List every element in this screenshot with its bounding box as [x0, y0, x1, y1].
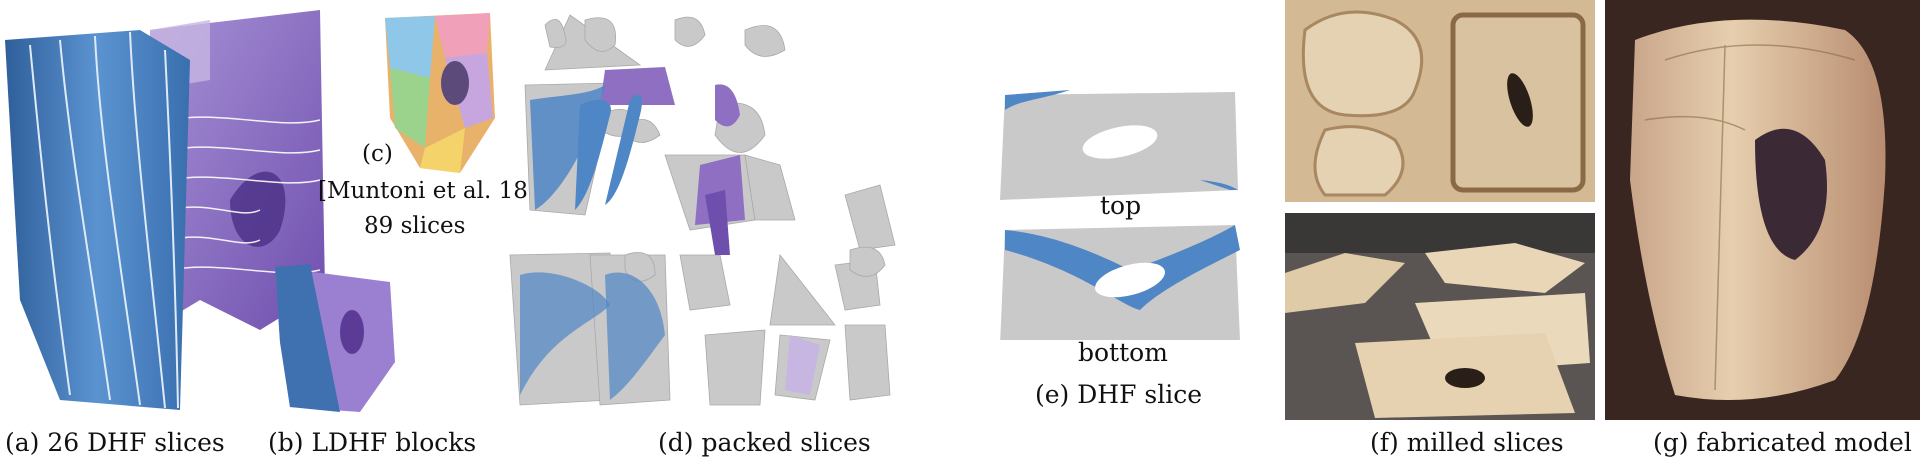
ldhf-block-illustration [275, 264, 395, 412]
fabricated-model-illustration [1605, 0, 1920, 420]
muntoni-model-illustration [385, 13, 495, 173]
caption-d: (d) packed slices [658, 428, 871, 457]
caption-f: (f) milled slices [1370, 428, 1564, 457]
panel-a-dhf-model [0, 0, 330, 420]
caption-a: (a) 26 DHF slices [5, 428, 225, 457]
packed-slices-illustration [509, 14, 896, 406]
panel-d-packed-slices [490, 5, 1000, 420]
caption-e-bottom: bottom [1078, 338, 1168, 367]
dhf-slice-illustration [1000, 90, 1240, 340]
caption-c-reference: [Muntoni et al. 18] [318, 178, 537, 204]
panel-e-dhf-slice [1000, 90, 1240, 340]
panel-c-reference-model [375, 8, 505, 178]
caption-b: (b) LDHF blocks [268, 428, 477, 457]
dhf-model-illustration [5, 10, 325, 410]
caption-e-top: top [1100, 191, 1142, 220]
panel-b-ldhf-blocks [270, 262, 405, 422]
caption-g: (g) fabricated model [1653, 428, 1912, 457]
caption-c-count: 89 slices [364, 213, 466, 239]
milled-slices-bottom-illustration [1285, 213, 1595, 420]
photo-g-fabricated-model [1605, 0, 1920, 420]
milled-slices-top-illustration [1285, 0, 1595, 202]
caption-c-label: (c) [362, 141, 393, 167]
photo-f-milled-top [1285, 0, 1595, 202]
photo-f-milled-bottom [1285, 213, 1595, 420]
caption-e: (e) DHF slice [1035, 380, 1203, 409]
